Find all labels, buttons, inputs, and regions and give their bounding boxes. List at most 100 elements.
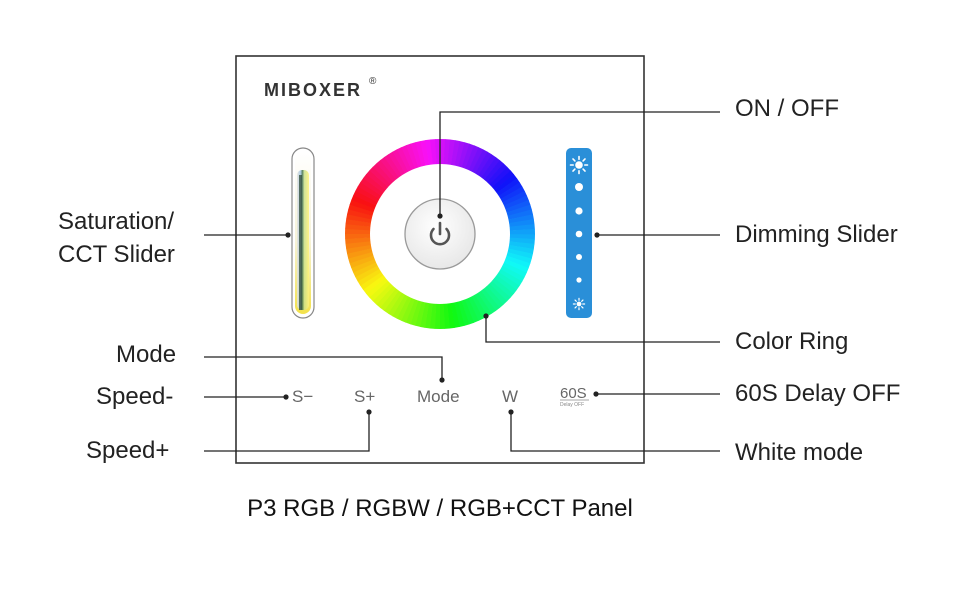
saturation-cct-slider[interactable] [291,147,315,319]
white-button[interactable]: W [502,387,518,406]
color-ring-segment [457,300,470,326]
color-ring-segment [392,149,409,174]
color-ring-segment [461,143,475,169]
color-ring-segment [496,272,520,291]
color-ring-segment [420,140,430,166]
color-ring-segment [346,248,373,259]
callout-white-mode: White mode [735,439,863,466]
brand-logo: MIBOXER [264,80,362,100]
color-ring-segment [509,237,535,245]
color-ring-segment [345,237,371,244]
color-ring-segment [500,265,525,282]
color-ring-segment [376,285,396,308]
color-ring-segment [458,142,470,168]
color-ring-segment [363,173,386,193]
color-ring-segment [506,252,532,264]
color-ring-segment [494,174,518,194]
color-ring-segment [405,299,419,325]
callout-color-ring: Color Ring [735,328,848,355]
dimming-slider[interactable] [566,148,592,318]
color-ring-segment [464,297,479,323]
color-ring-segment [353,262,378,278]
dimming-dot [575,230,583,238]
color-ring-segment [471,149,488,174]
color-ring-segment [351,258,377,273]
color-ring-segment [503,195,529,210]
color-ring-segment [366,170,389,190]
color-ring-segment [349,199,375,213]
color-ring-segment [380,156,400,180]
callout-speed-minus: Speed- [96,383,173,410]
color-ring-segment [369,166,391,188]
callout-on-off: ON / OFF [735,95,839,122]
color-ring-segment [405,143,419,169]
color-ring-segment [486,283,508,305]
color-ring-segment [509,241,535,250]
speed-plus-button[interactable]: S+ [354,387,375,406]
callout-mode: Mode [116,341,176,368]
color-ring-segment [454,301,465,328]
color-ring-segment [355,265,380,282]
mode-button[interactable]: Mode [417,387,460,406]
color-ring-segment [362,274,386,294]
color-ring-segment [351,195,377,209]
color-ring-segment [498,182,523,200]
color-ring-segment [401,297,415,323]
color-ring-segment [447,139,456,165]
delay-off-button[interactable]: 60S Delay OFF [560,385,589,408]
color-ring-segment [376,159,397,182]
color-ring-segment [443,139,451,165]
dimming-dot [575,207,583,215]
color-ring-segment [443,303,450,329]
callout-saturation-line1: Saturation/ [58,208,174,235]
color-ring-segment [450,140,461,166]
color-ring-segment [494,275,517,295]
color-ring-segment [507,209,534,220]
color-ring-segment [415,301,426,327]
color-ring-segment [357,268,382,286]
color-ring-segment [507,248,533,259]
color-ring-segment [480,288,500,312]
color-ring-segment [475,151,493,176]
power-icon [429,221,451,246]
color-ring-segment [396,296,412,321]
color-ring-segment [484,160,504,183]
color-ring-segment [360,271,384,290]
color-ring-segment [353,190,378,206]
callout-dimming-slider: Dimming Slider [735,221,898,248]
speed-minus-button[interactable]: S− [292,387,313,406]
color-ring-segment [345,218,371,227]
color-ring-segment [481,157,501,180]
dimming-dot [576,254,582,260]
color-ring-segment [346,244,372,254]
delay-button-label: 60S [560,385,587,402]
color-ring-segment [474,292,492,317]
callout-delay-off: 60S Delay OFF [735,380,900,407]
color-ring-segment [346,213,372,224]
color-ring-segment [419,302,430,328]
color-ring-segment [345,223,371,231]
color-ring-segment [365,277,388,298]
callout-speed-plus: Speed+ [86,437,169,464]
color-ring-segment [429,303,437,329]
color-ring-segment [384,154,403,178]
color-ring-segment [509,229,535,235]
color-ring-segment [372,283,394,305]
registered-mark: ® [369,76,377,87]
dimming-dot [575,183,583,191]
color-ring-segment [439,303,445,329]
color-ring-segment [509,224,535,231]
sun-large-icon [569,155,589,175]
color-ring-segment [348,204,374,216]
color-ring-segment [496,178,520,197]
color-ring-segment [450,302,460,328]
color-ring-segment [498,269,523,287]
sun-small-icon [572,297,586,311]
color-ring-segment [489,166,511,188]
color-ring-segment [388,151,406,176]
color-ring[interactable] [345,139,535,329]
color-ring-segment [424,303,433,329]
color-ring-segment [483,286,504,309]
color-ring-segment [486,163,508,185]
color-ring-segment [355,186,380,203]
